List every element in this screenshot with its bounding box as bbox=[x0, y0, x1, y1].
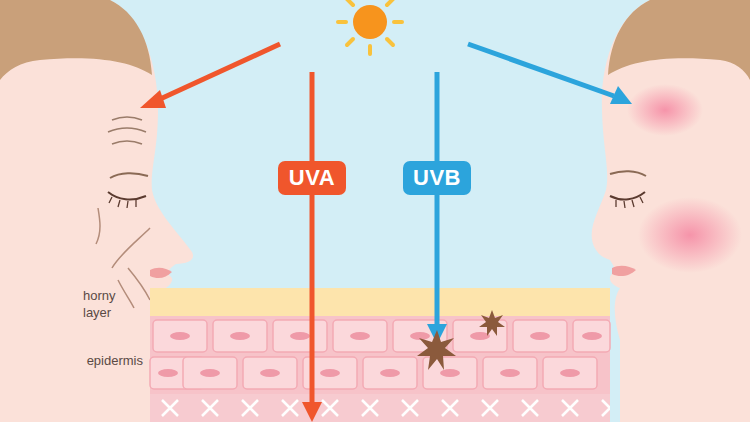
uv-rays bbox=[140, 44, 632, 422]
layer-label: epidermis bbox=[87, 352, 143, 369]
damage-star bbox=[417, 310, 505, 370]
uvb-box: UVB bbox=[403, 161, 471, 195]
sunburned-face bbox=[592, 0, 750, 422]
sun bbox=[338, 0, 402, 54]
ray-label: UVB bbox=[413, 165, 461, 191]
ray-label: UVA bbox=[289, 165, 335, 191]
skin-section bbox=[150, 288, 610, 422]
layer-label: horny layer bbox=[83, 287, 143, 321]
uva-box: UVA bbox=[278, 161, 346, 195]
